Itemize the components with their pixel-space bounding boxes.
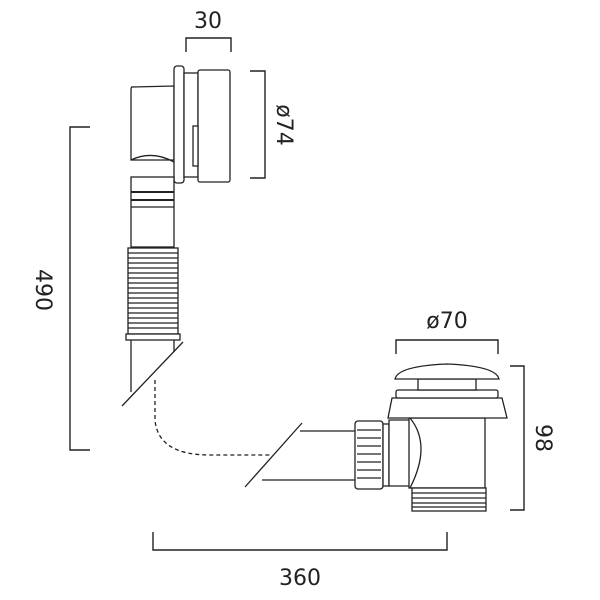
corrugated-hose <box>125 247 181 341</box>
dimension-overflow-diameter: ø74 <box>250 70 296 179</box>
label-490: 490 <box>30 269 55 311</box>
dimension-overflow-depth: 30 <box>185 9 232 52</box>
overflow-assembly <box>121 65 231 407</box>
label-360: 360 <box>279 566 321 591</box>
dimension-overall-width: 360 <box>152 532 448 591</box>
dimension-waste-height: 98 <box>510 365 555 511</box>
waste-assembly <box>244 363 508 512</box>
dimension-overall-height: 490 <box>30 126 90 451</box>
hidden-hose-path <box>154 380 270 456</box>
label-o70: ø70 <box>426 309 467 334</box>
label-o74: ø74 <box>271 104 296 145</box>
dimension-waste-diameter: ø70 <box>395 309 499 354</box>
label-98: 98 <box>530 424 555 452</box>
label-30: 30 <box>194 9 222 34</box>
